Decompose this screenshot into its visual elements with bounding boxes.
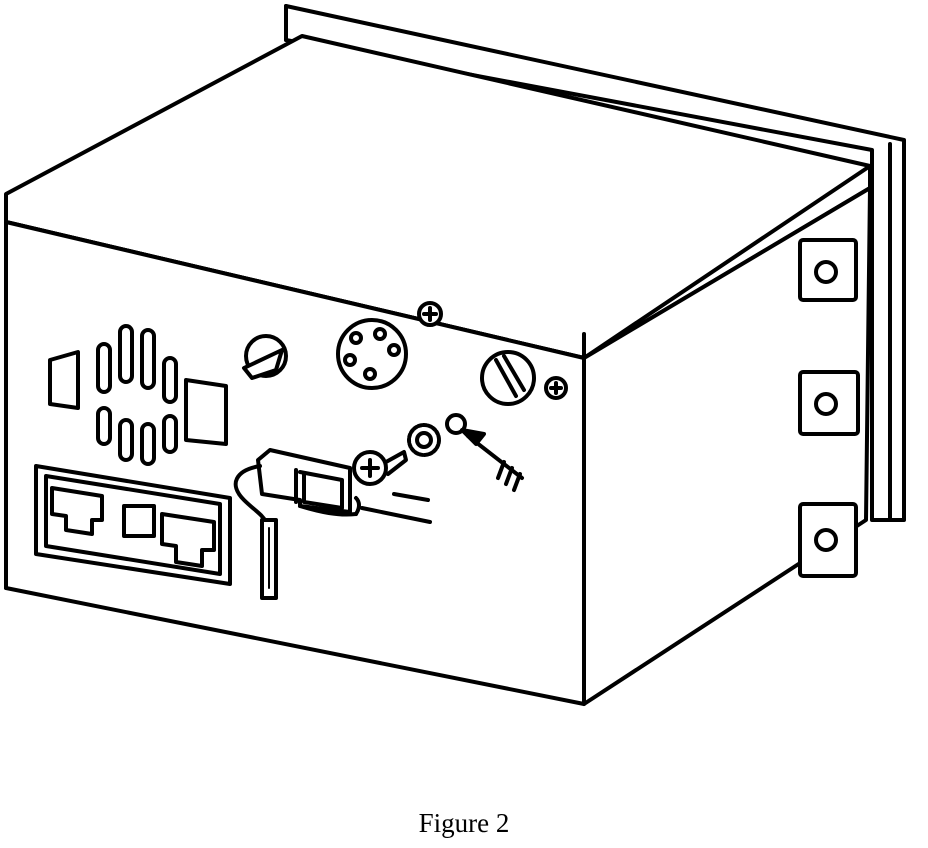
small-screw-icon bbox=[544, 376, 568, 400]
figure-caption: Figure 2 bbox=[418, 808, 510, 838]
mounting-tab-top bbox=[798, 238, 858, 302]
arrow-icon bbox=[460, 428, 524, 492]
side-face bbox=[582, 186, 872, 706]
selector-lever bbox=[242, 334, 288, 380]
connector-block bbox=[34, 464, 232, 586]
speaker-grille bbox=[48, 324, 228, 466]
rear-flange bbox=[284, 4, 906, 522]
mounting-hole bbox=[445, 413, 467, 435]
mounting-tab-bottom bbox=[798, 502, 858, 578]
mounting-tab-middle bbox=[798, 370, 860, 436]
fuse-holder bbox=[480, 350, 536, 406]
phillips-screw-icon bbox=[352, 450, 408, 486]
lock-washer-icon bbox=[407, 423, 441, 457]
cable-clamp bbox=[233, 448, 361, 524]
cover-screw-icon bbox=[417, 301, 443, 327]
din-connector bbox=[336, 318, 408, 390]
motion-lines bbox=[360, 492, 432, 524]
ground-strap bbox=[260, 518, 278, 600]
